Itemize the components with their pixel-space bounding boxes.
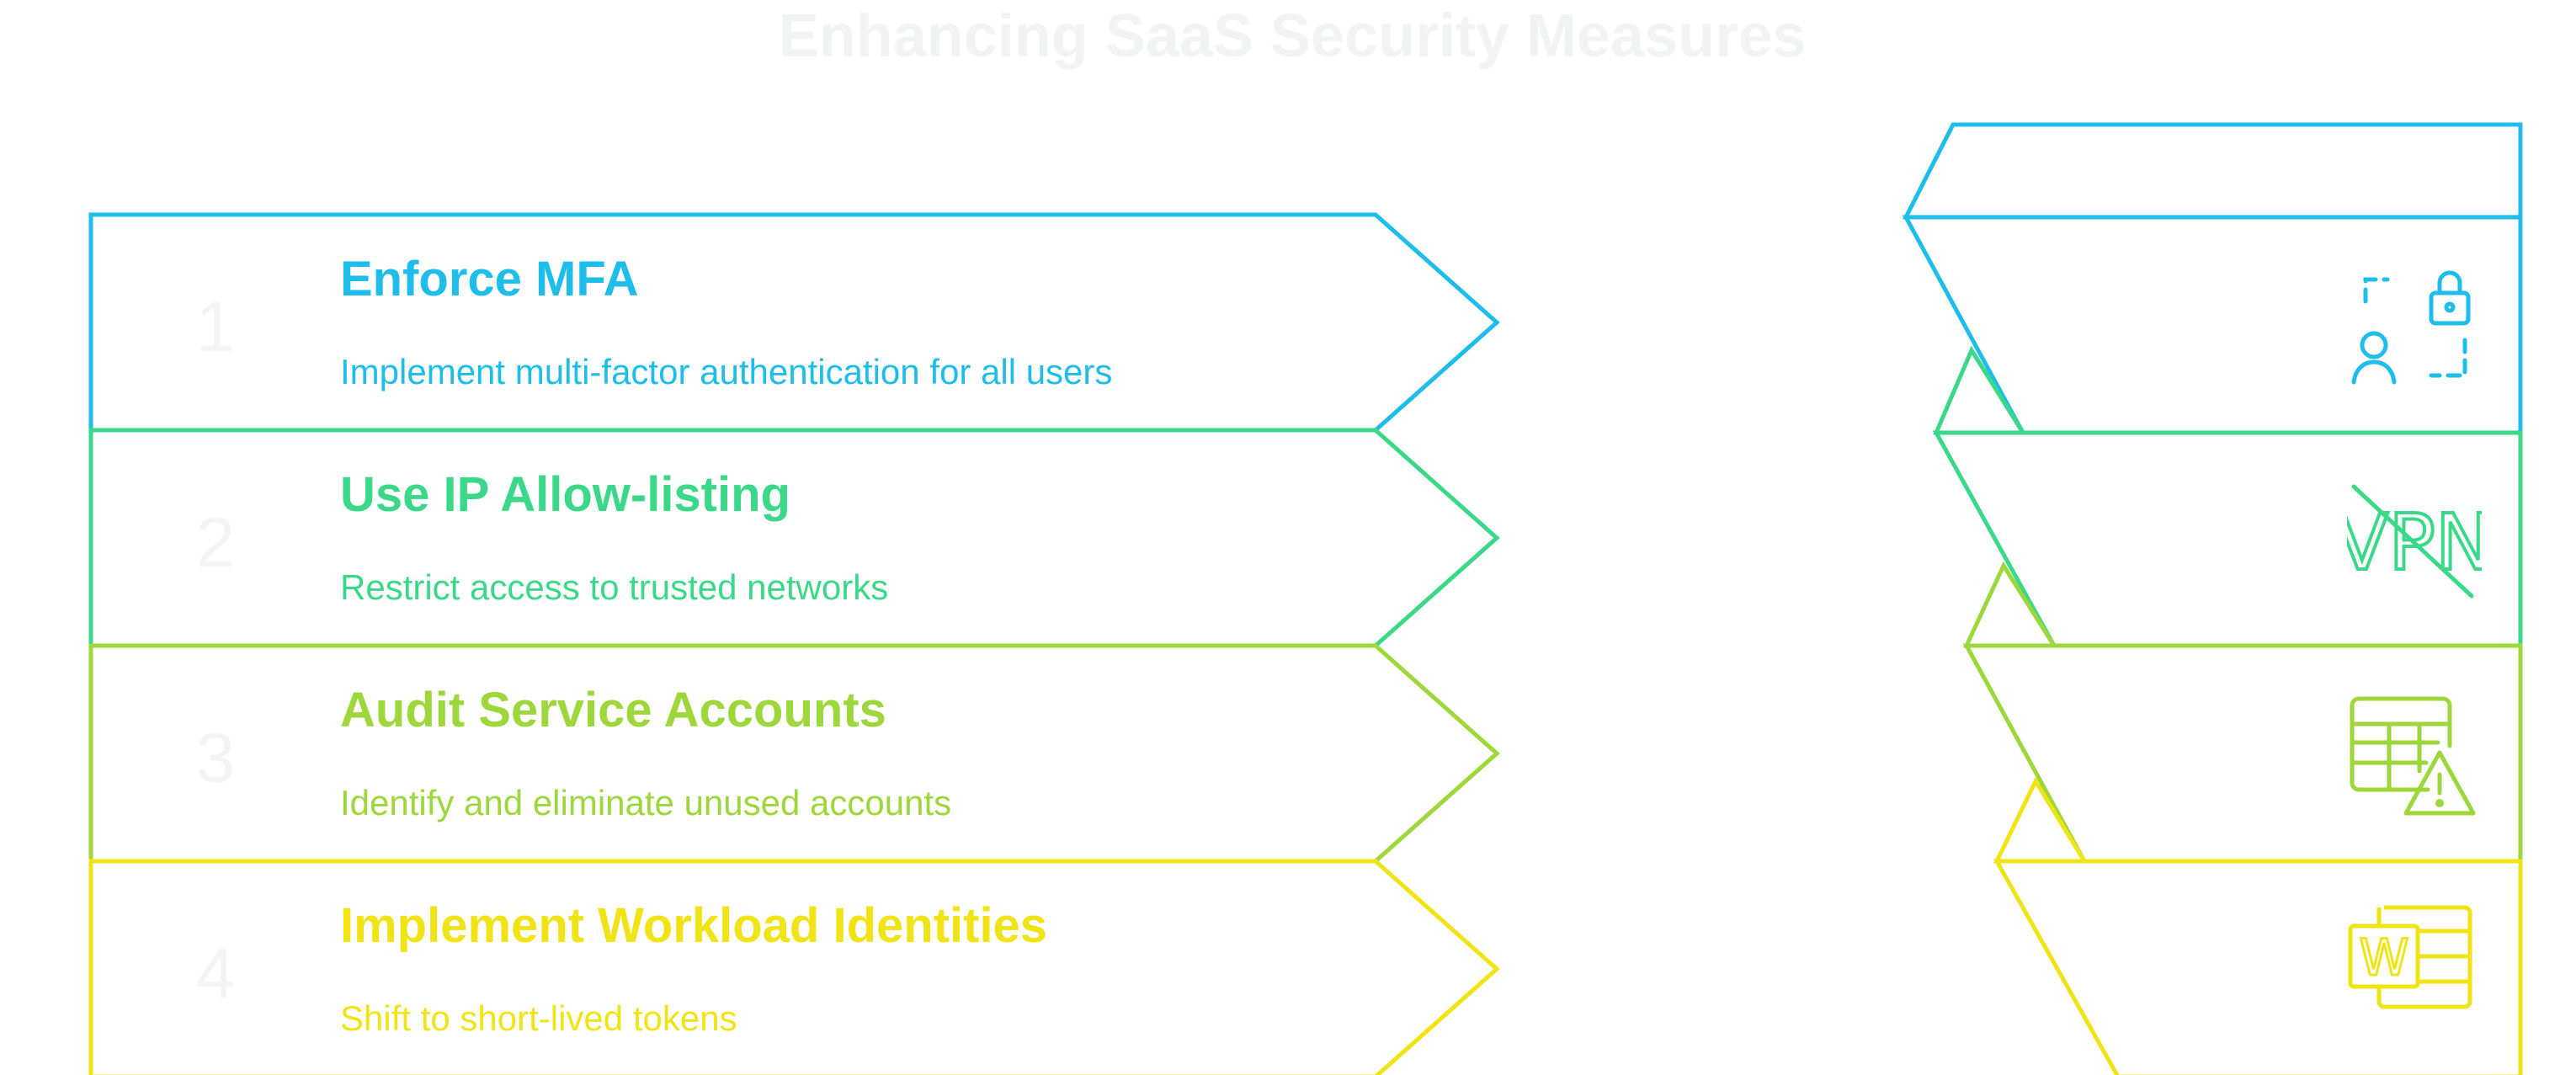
step-2-number: 2 [195,503,236,582]
step-4-number: 4 [195,934,236,1013]
word-document-icon: W [2348,905,2472,1009]
step-3-heading: Audit Service Accounts [340,683,886,737]
vpn-off-icon: VPN [2347,484,2482,599]
step-1-number: 1 [195,287,236,366]
step-3-description: Identify and eliminate unused accounts [340,783,952,822]
step-2-card [88,428,1500,648]
step-4-description: Shift to short-lived tokens [340,998,737,1038]
step-2-heading: Use IP Allow-listing [340,467,790,522]
ribbon-notch-3 [1993,776,2089,864]
table-warning-icon [2350,696,2476,816]
diagram-title: Enhancing SaaS Security Measures [778,3,1807,70]
ribbon-notch-2 [1963,561,2058,648]
step-2-description: Restrict access to trusted networks [340,567,889,607]
ribbon-top-flap [1902,122,2523,220]
step-3-number: 3 [195,718,236,797]
step-1-description: Implement multi-factor authentication fo… [340,352,1113,391]
step-1-heading: Enforce MFA [340,252,639,306]
step-4-heading: Implement Workload Identities [340,898,1048,953]
ribbon-fold-4 [1993,859,2523,1075]
word-icon-letter: W [2359,929,2408,987]
user-lock-icon [2351,270,2471,385]
step-1-card [88,212,1500,433]
step-4-card [88,859,1500,1075]
step-3-card [88,643,1500,864]
ribbon-notch-1 [1933,345,2027,435]
